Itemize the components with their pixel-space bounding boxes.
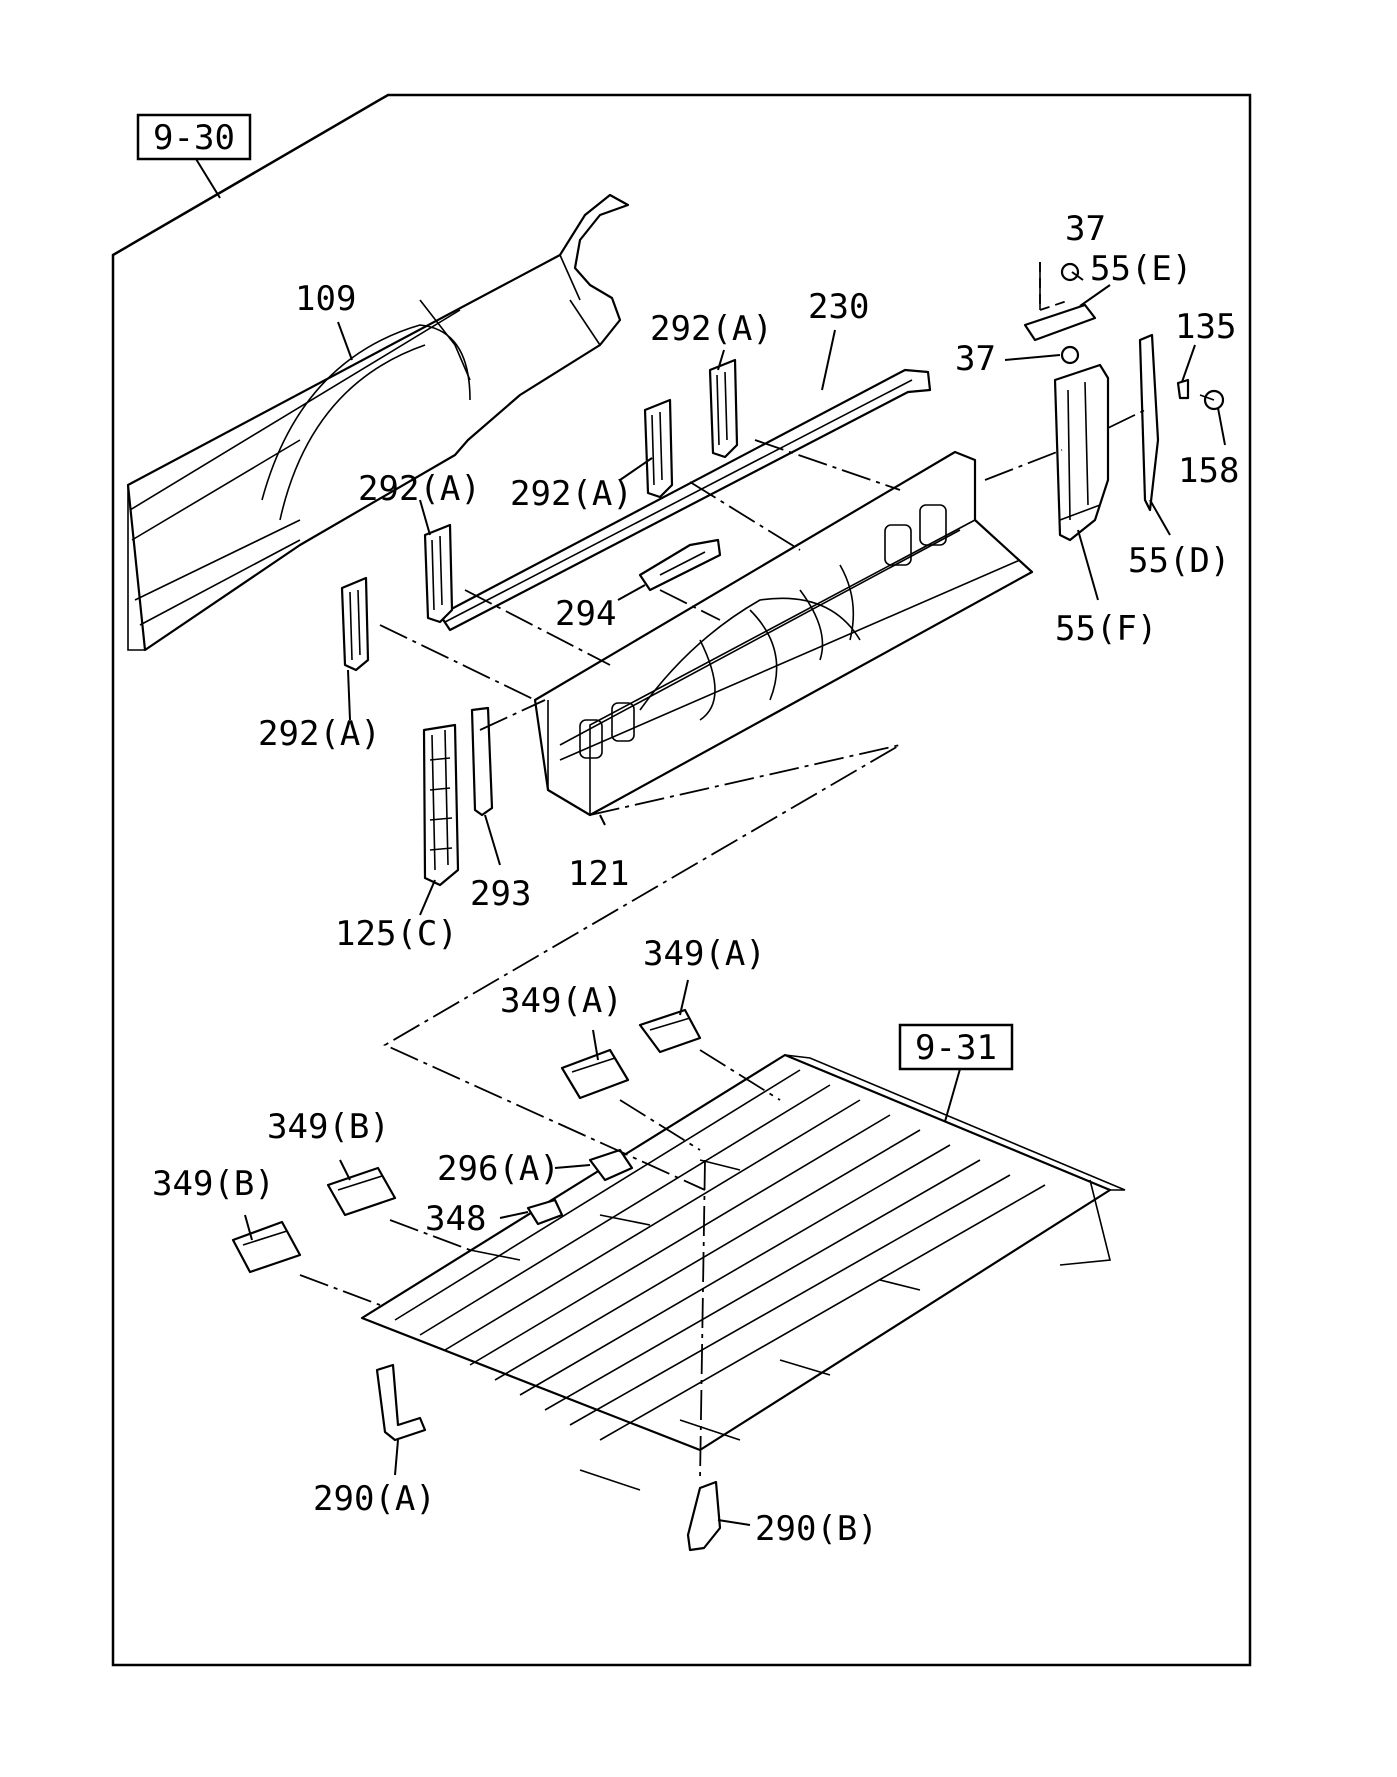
callout-135[interactable]: 135: [1175, 307, 1236, 347]
part-121-front-wall: [533, 450, 1034, 817]
callout-290a[interactable]: 290(A): [313, 1479, 436, 1519]
part-349b-bracket-2: [231, 1220, 302, 1274]
callout-348[interactable]: 348: [425, 1199, 486, 1239]
callout-292a-top[interactable]: 292(A): [650, 309, 773, 349]
callout-37-bottom[interactable]: 37: [955, 339, 996, 379]
callout-121[interactable]: 121: [568, 854, 629, 894]
part-349a-bracket-1: [638, 1008, 702, 1054]
part-158-screw: [1199, 389, 1225, 411]
assembly-lines: [299, 262, 1146, 1481]
part-230-rail: [438, 368, 932, 632]
callout-55d[interactable]: 55(D): [1128, 541, 1230, 581]
callout-125c[interactable]: 125(C): [335, 914, 458, 954]
part-135-clip: [1176, 378, 1190, 400]
callout-292a-mid-right[interactable]: 292(A): [510, 474, 633, 514]
part-292a-bracket-1: [340, 576, 370, 672]
callout-labels: 109 230 292(A) 292(A) 292(A) 292(A) 294 …: [152, 209, 1239, 1549]
part-292a-bracket-3: [643, 398, 674, 499]
part-294-clip: [638, 538, 722, 592]
part-125c-pillar: [422, 723, 460, 887]
callout-349b-right[interactable]: 349(B): [267, 1107, 390, 1147]
leader-lines: [244, 271, 1226, 1526]
part-293-plate: [470, 706, 494, 817]
ref-box-9-31-label: 9-31: [915, 1028, 997, 1068]
callout-292a-bottom[interactable]: 292(A): [258, 714, 381, 754]
callout-349a-left[interactable]: 349(A): [500, 981, 623, 1021]
callout-349b-left[interactable]: 349(B): [152, 1164, 275, 1204]
part-292a-bracket-2: [423, 523, 454, 624]
part-296a-clip: [588, 1148, 634, 1182]
part-109-side-panel: [126, 193, 630, 652]
part-55f-bracket: [1053, 363, 1110, 542]
callout-37-top[interactable]: 37: [1065, 209, 1106, 249]
callout-294[interactable]: 294: [555, 594, 616, 634]
callout-296a[interactable]: 296(A): [437, 1149, 560, 1189]
callout-290b[interactable]: 290(B): [755, 1509, 878, 1549]
diagram-frame: [111, 93, 1252, 1667]
callout-55f[interactable]: 55(F): [1055, 609, 1157, 649]
part-bed-floor: [360, 1053, 1126, 1491]
callout-293[interactable]: 293: [470, 874, 531, 914]
part-292a-bracket-4: [708, 358, 739, 459]
part-349b-bracket-1: [326, 1166, 397, 1217]
ref-box-9-30-label: 9-30: [153, 118, 235, 158]
part-290b-bracket: [686, 1480, 722, 1552]
callout-55e[interactable]: 55(E): [1090, 249, 1192, 289]
part-290a-bracket: [375, 1363, 427, 1442]
callout-230[interactable]: 230: [808, 287, 869, 327]
ref-box-9-30[interactable]: 9-30: [136, 113, 252, 199]
callout-109[interactable]: 109: [295, 279, 356, 319]
part-55e-clip: [1023, 303, 1097, 342]
part-55d-bar: [1138, 333, 1160, 512]
part-348-clip: [526, 1198, 564, 1226]
callout-158[interactable]: 158: [1178, 451, 1239, 491]
part-349a-bracket-2: [560, 1048, 630, 1100]
callout-349a-right[interactable]: 349(A): [643, 934, 766, 974]
part-37-bolt-2: [1060, 345, 1080, 365]
callout-292a-mid-left[interactable]: 292(A): [358, 469, 481, 509]
